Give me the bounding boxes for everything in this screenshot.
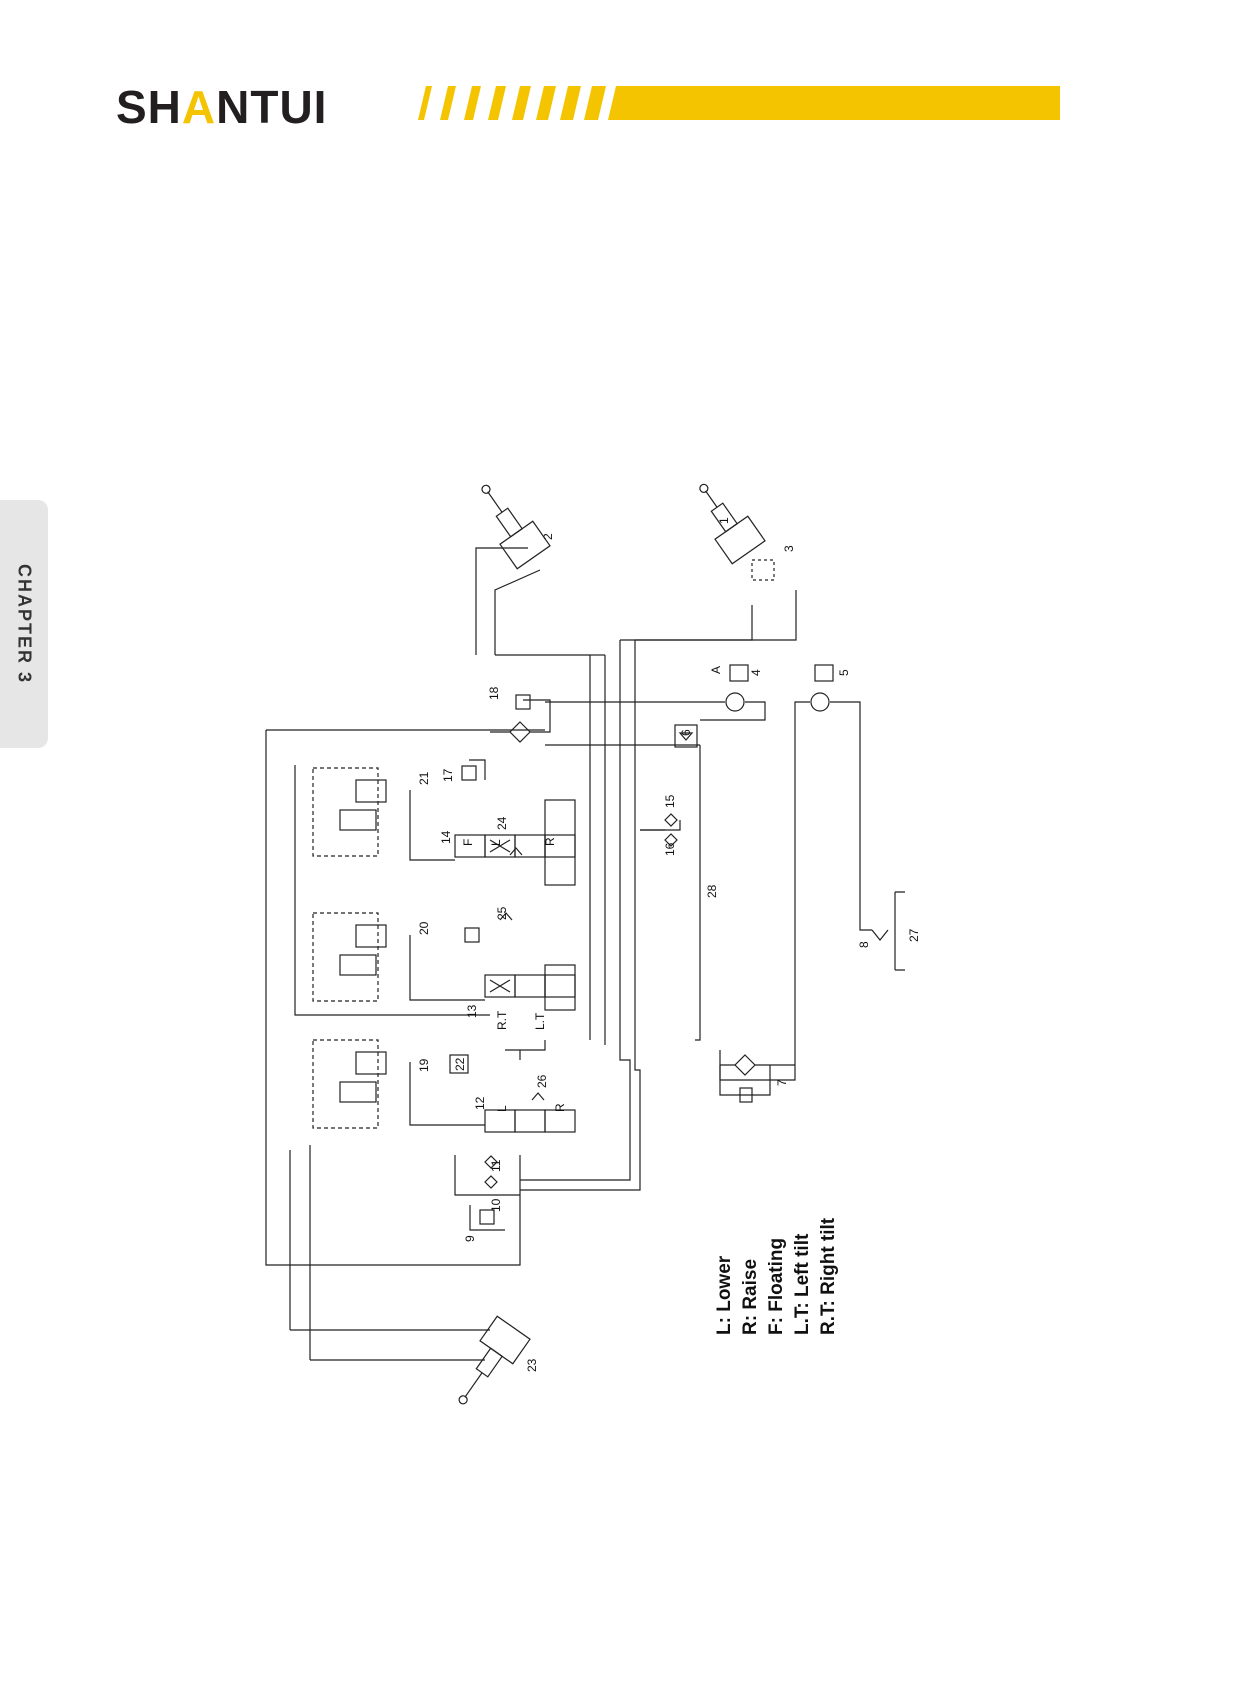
label-22: 22 [453, 1057, 467, 1071]
label-port-a: A [709, 666, 723, 674]
label-21: 21 [417, 771, 431, 785]
legend-right-tilt: R.T: Right tilt [818, 1217, 839, 1335]
label-20: 20 [417, 921, 431, 935]
label-14: 14 [439, 830, 453, 844]
valve14-f-letter: F [461, 839, 475, 846]
label-13: 13 [465, 1004, 479, 1018]
shantui-logo: SHANTUI [116, 81, 328, 133]
label-9: 9 [463, 1235, 477, 1242]
valve14-l-letter: L [489, 839, 503, 846]
label-4: 4 [749, 669, 763, 676]
valve14-r-letter: R [543, 837, 557, 846]
label-19: 19 [417, 1058, 431, 1072]
label-10: 10 [489, 1198, 503, 1212]
label-5: 5 [837, 669, 851, 676]
legend-lower: L: Lower [714, 1255, 735, 1335]
label-25: 25 [495, 906, 509, 920]
label-1: 1 [717, 517, 731, 524]
chapter-tab [0, 500, 48, 748]
label-26: 26 [535, 1074, 549, 1088]
label-23: 23 [525, 1358, 539, 1372]
legend-floating: F: Floating [766, 1238, 787, 1335]
label-2: 2 [541, 533, 555, 540]
label-28: 28 [705, 884, 719, 898]
label-11: 11 [489, 1159, 503, 1172]
label-18: 18 [487, 686, 501, 700]
valve12-r-letter: R [553, 1103, 567, 1112]
label-7: 7 [775, 1079, 789, 1086]
valve12-l-letter: L [495, 1105, 509, 1112]
label-16: 16 [663, 842, 677, 856]
label-3: 3 [782, 545, 796, 552]
label-8: 8 [857, 941, 871, 948]
legend-raise: R: Raise [740, 1259, 761, 1335]
label-24: 24 [495, 816, 509, 830]
valve13-rt-letter: R.T [495, 1010, 509, 1030]
legend: L: Lower R: Raise F: Floating L.T: Left … [714, 1217, 839, 1335]
label-27: 27 [907, 928, 921, 942]
label-6: 6 [679, 729, 693, 736]
legend-left-tilt: L.T: Left tilt [792, 1233, 813, 1335]
label-17: 17 [441, 768, 455, 782]
label-15: 15 [663, 794, 677, 808]
header-stripe-bar [418, 86, 1060, 120]
valve13-lt-letter: L.T [533, 1012, 547, 1030]
label-12: 12 [473, 1096, 487, 1110]
logo-triangle-letter: A [181, 81, 217, 133]
